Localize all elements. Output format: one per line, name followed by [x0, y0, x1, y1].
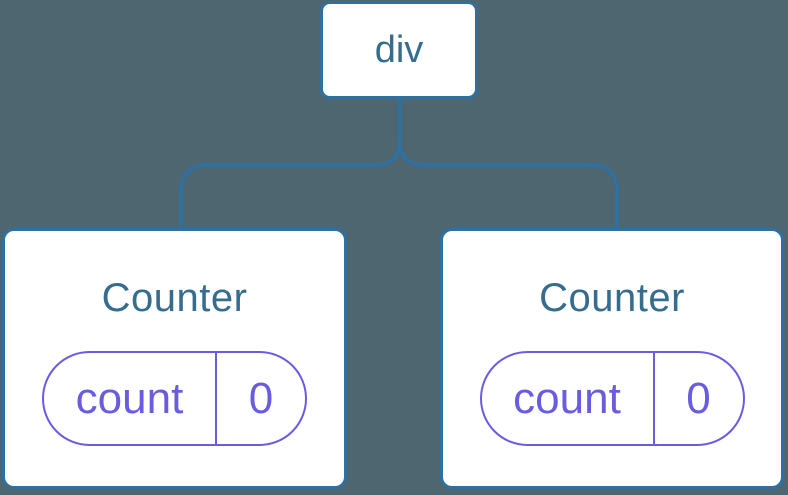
connector-branch-right: [397, 99, 619, 229]
state-key-label: count: [513, 373, 621, 423]
counter-node-left: Counter count 0: [2, 228, 347, 489]
state-pill: count 0: [479, 351, 745, 446]
root-node-label: div: [374, 29, 424, 71]
connector-branch-left: [179, 99, 402, 229]
state-pill: count 0: [42, 351, 307, 446]
counter-title: Counter: [539, 276, 685, 320]
counter-title: Counter: [101, 276, 248, 320]
state-value: 0: [248, 373, 274, 423]
root-node-div: div: [320, 1, 478, 99]
state-key-cell: count: [44, 353, 217, 444]
state-value: 0: [686, 373, 711, 423]
state-key-label: count: [75, 373, 184, 423]
state-value-cell: 0: [655, 353, 743, 444]
counter-node-right: Counter count 0: [440, 228, 784, 489]
state-value-cell: 0: [217, 353, 305, 444]
state-key-cell: count: [482, 353, 655, 444]
